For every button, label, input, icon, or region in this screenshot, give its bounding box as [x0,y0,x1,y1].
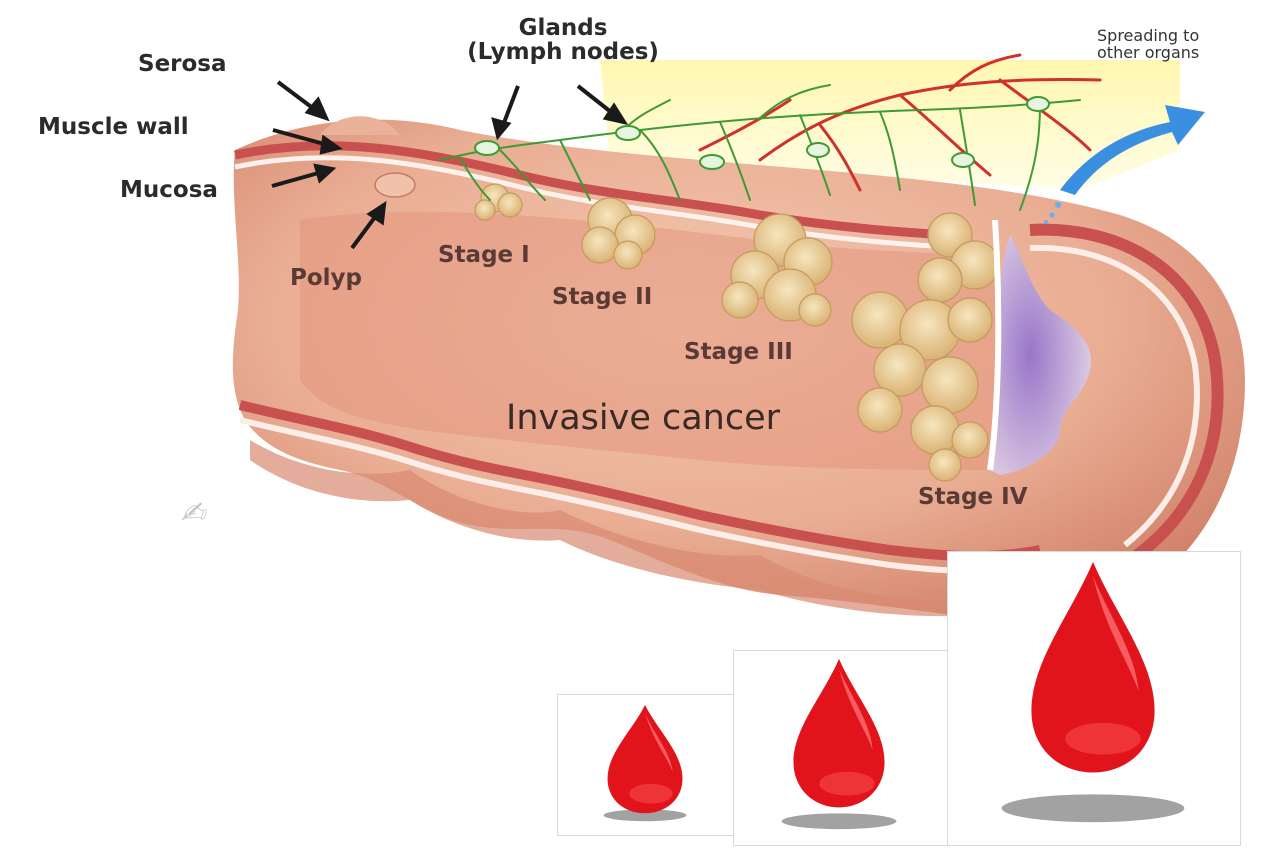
invasive-cancer-label: Invasive cancer [506,400,780,437]
spreading-label-line2: other organs [1097,45,1199,62]
polyp-label: Polyp [290,266,362,290]
blood-drop-card-medium [733,650,949,846]
serosa-bump [320,116,400,135]
blood-drop-icon [734,651,948,845]
spreading-label: Spreading to other organs [1097,28,1199,62]
blood-drop-card-large [947,551,1241,846]
blood-drop-icon [558,695,734,835]
stage-3-label: Stage III [684,340,793,364]
mucosa-label: Mucosa [120,178,218,202]
stage-1-label: Stage I [438,243,530,267]
blood-drop-card-small [557,694,735,836]
glands-label: Glands (Lymph nodes) [428,16,698,64]
blood-drop-icon [948,552,1240,845]
watermark-signature: ✍︎ [180,496,205,531]
muscle-wall-label: Muscle wall [38,115,189,139]
serosa-label: Serosa [138,52,227,76]
polyp [375,173,415,197]
glands-label-line1: Glands [428,16,698,40]
glands-label-line2: (Lymph nodes) [428,40,698,64]
stage-2-label: Stage II [552,285,652,309]
stage-4-label: Stage IV [918,485,1028,509]
